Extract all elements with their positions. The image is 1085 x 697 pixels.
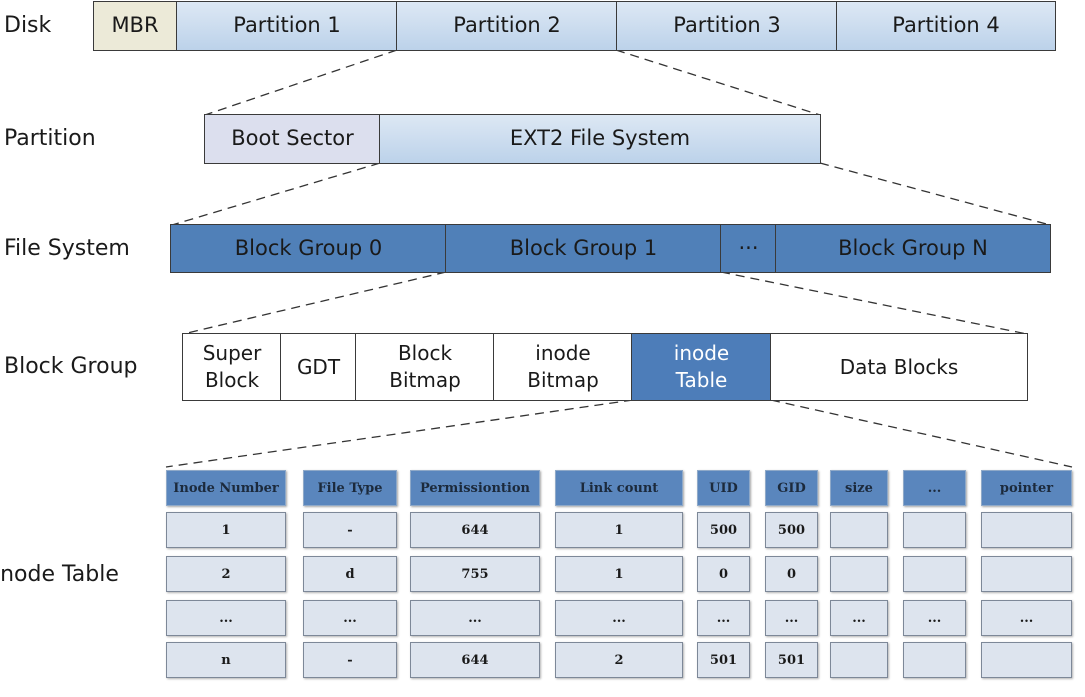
- connector-partition-left: [204, 49, 398, 116]
- inode-cell: d: [303, 556, 397, 592]
- inode-cell: [981, 556, 1072, 592]
- inode-cell: -: [303, 642, 397, 678]
- inode-header-cell: File Type: [303, 470, 397, 506]
- inode-cell: 1: [555, 512, 683, 548]
- fs-block-group-n: Block Group N: [775, 224, 1051, 273]
- inode-header-cell: size: [830, 470, 888, 506]
- inode-cell: [830, 642, 888, 678]
- connector-partition-right: [615, 49, 821, 116]
- connector-inodetable-right: [770, 399, 1073, 468]
- inode-cell: 500: [765, 512, 818, 548]
- fs-block-group-0: Block Group 0: [170, 224, 447, 273]
- inode-cell: ...: [765, 600, 818, 636]
- inode-header-cell: Link count: [555, 470, 683, 506]
- inode-header-cell: Inode Number: [166, 470, 286, 506]
- inode-header-cell: Permissiontion: [410, 470, 540, 506]
- bg-data-blocks: Data Blocks: [770, 333, 1028, 401]
- connector-filesystem-left: [171, 162, 381, 226]
- inode-header-cell: UID: [697, 470, 750, 506]
- connector-filesystem-right: [819, 162, 1051, 226]
- bg-inode-table: inode Table: [631, 333, 772, 401]
- inode-cell: ...: [555, 600, 683, 636]
- partition-ext2-file-system: EXT2 File System: [379, 114, 821, 164]
- bg-super-block: Super Block: [182, 333, 282, 401]
- connector-blockgroup-left: [182, 271, 447, 335]
- inode-cell: 644: [410, 642, 540, 678]
- inode-cell: 501: [765, 642, 818, 678]
- inode-header-cell: ...: [903, 470, 966, 506]
- inode-cell: [830, 556, 888, 592]
- inode-cell: [981, 642, 1072, 678]
- inode-cell: 501: [697, 642, 750, 678]
- disk-partition-3: Partition 3: [616, 1, 838, 51]
- inode-cell: -: [303, 512, 397, 548]
- inode-cell: 2: [166, 556, 286, 592]
- bg-block-bitmap: Block Bitmap: [355, 333, 495, 401]
- inode-cell: [981, 512, 1072, 548]
- inode-cell: ...: [981, 600, 1072, 636]
- inode-cell: [903, 642, 966, 678]
- label-disk: Disk: [4, 13, 52, 38]
- label-inode-table: inode Table: [0, 562, 119, 587]
- inode-cell: 1: [555, 556, 683, 592]
- fs-block-group-1: Block Group 1: [445, 224, 722, 273]
- inode-cell: [903, 556, 966, 592]
- label-block-group: Block Group: [4, 354, 138, 379]
- inode-cell: 2: [555, 642, 683, 678]
- inode-cell: ...: [903, 600, 966, 636]
- inode-cell: 0: [765, 556, 818, 592]
- label-partition: Partition: [4, 126, 96, 151]
- inode-cell: 755: [410, 556, 540, 592]
- inode-cell: [903, 512, 966, 548]
- inode-cell: 1: [166, 512, 286, 548]
- connector-inodetable-left: [165, 399, 634, 468]
- inode-header-cell: pointer: [981, 470, 1072, 506]
- inode-cell: ...: [166, 600, 286, 636]
- inode-cell: ...: [697, 600, 750, 636]
- disk-mbr: MBR: [93, 1, 177, 51]
- inode-cell: 644: [410, 512, 540, 548]
- label-file-system: File System: [4, 236, 130, 261]
- bg-inode-bitmap: inode Bitmap: [493, 333, 633, 401]
- fs-ellipsis: ···: [720, 224, 777, 273]
- inode-cell: n: [166, 642, 286, 678]
- disk-partition-2: Partition 2: [396, 1, 618, 51]
- disk-partition-1: Partition 1: [176, 1, 398, 51]
- inode-header-cell: GID: [765, 470, 818, 506]
- inode-cell: 500: [697, 512, 750, 548]
- disk-partition-4: Partition 4: [836, 1, 1056, 51]
- partition-boot-sector: Boot Sector: [204, 114, 381, 164]
- inode-cell: ...: [830, 600, 888, 636]
- inode-cell: ...: [303, 600, 397, 636]
- connector-blockgroup-right: [720, 271, 1028, 335]
- inode-cell: ...: [410, 600, 540, 636]
- inode-cell: 0: [697, 556, 750, 592]
- inode-cell: [830, 512, 888, 548]
- bg-gdt: GDT: [280, 333, 357, 401]
